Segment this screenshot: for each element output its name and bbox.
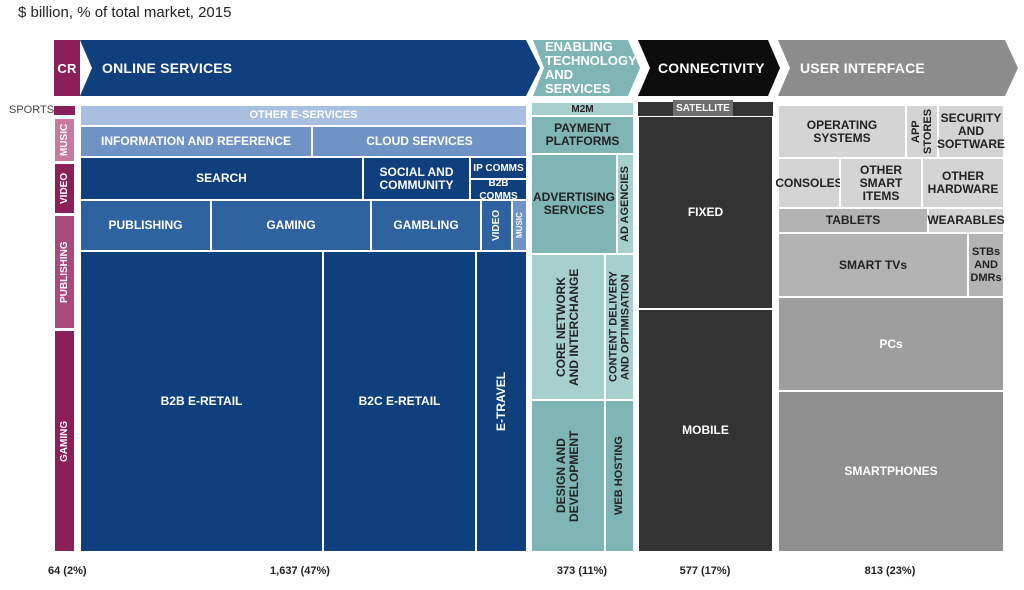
connectivity-fixed: FIXED bbox=[638, 116, 773, 309]
enabling-web-hosting: WEB HOSTING bbox=[605, 400, 634, 552]
cr-sports-label: SPORTS bbox=[9, 104, 55, 116]
header-enabling-technology: ENABLING TECHNOLOGY AND SERVICES bbox=[545, 39, 637, 96]
header-cr: CR bbox=[57, 60, 77, 76]
ui-tablets: TABLETS bbox=[778, 208, 928, 233]
header-chevrons bbox=[54, 40, 1018, 96]
online-music: MUSIC bbox=[512, 200, 527, 251]
online-video: VIDEO bbox=[481, 200, 512, 251]
online-gambling: GAMBLING bbox=[371, 200, 481, 251]
cr-sports-block bbox=[54, 106, 75, 115]
header-cr-shape bbox=[54, 40, 80, 96]
cr-music-block: MUSIC bbox=[54, 118, 75, 162]
online-search: SEARCH bbox=[80, 157, 363, 200]
online-gaming: GAMING bbox=[211, 200, 371, 251]
cr-publishing-block: PUBLISHING bbox=[54, 215, 75, 329]
cr-gaming-block: GAMING bbox=[54, 330, 75, 552]
footer-enabling-value: 373 (11%) bbox=[556, 565, 608, 577]
header-enabling-shape bbox=[533, 40, 640, 96]
online-b2b-e-retail: B2B E-RETAIL bbox=[80, 251, 323, 552]
connectivity-satellite: SATELLITE bbox=[673, 100, 733, 116]
ui-smart-tvs: SMART TVs bbox=[778, 233, 968, 297]
header-online-shape bbox=[80, 40, 540, 96]
online-other-e-services: OTHER E-SERVICES bbox=[80, 105, 527, 126]
ui-pcs: PCs bbox=[778, 297, 1004, 391]
footer-cr-value: 64 (2%) bbox=[48, 565, 87, 577]
ui-consoles: CONSOLES bbox=[775, 158, 843, 208]
footer-ui-value: 813 (23%) bbox=[864, 565, 916, 577]
enabling-m2m: M2M bbox=[531, 102, 634, 116]
header-ui-shape bbox=[778, 40, 1018, 96]
enabling-ad-agencies: AD AGENCIES bbox=[617, 154, 634, 254]
header-online-services: ONLINE SERVICES bbox=[102, 60, 233, 76]
online-b2b-comms: B2B COMMS bbox=[470, 178, 527, 202]
ui-wearables: WEARABLES bbox=[927, 208, 1005, 233]
header-user-interface: USER INTERFACE bbox=[800, 60, 925, 76]
connectivity-mobile: MOBILE bbox=[638, 309, 773, 552]
cr-video-block: VIDEO bbox=[54, 163, 75, 214]
chart-subtitle: $ billion, % of total market, 2015 bbox=[18, 4, 232, 21]
footer-online-value: 1,637 (47%) bbox=[270, 565, 330, 577]
online-b2c-e-retail: B2C E-RETAIL bbox=[323, 251, 476, 552]
online-publishing: PUBLISHING bbox=[80, 200, 211, 251]
online-ip-comms: IP COMMS bbox=[470, 157, 527, 179]
online-cloud-services: CLOUD SERVICES bbox=[312, 126, 527, 157]
header-connectivity: CONNECTIVITY bbox=[658, 60, 765, 76]
header-connectivity-shape bbox=[638, 40, 780, 96]
online-e-travel: E-TRAVEL bbox=[476, 251, 527, 552]
ui-smartphones: SMARTPHONES bbox=[778, 391, 1004, 552]
online-information-reference: INFORMATION AND REFERENCE bbox=[80, 126, 312, 157]
footer-connectivity-value: 577 (17%) bbox=[679, 565, 731, 577]
